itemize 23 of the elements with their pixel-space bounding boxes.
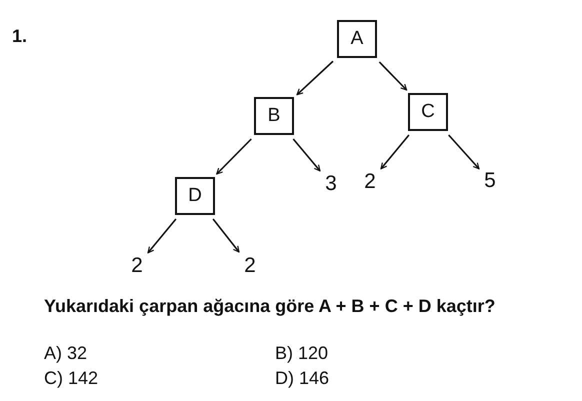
factor-box: A (337, 20, 377, 58)
arrow (216, 138, 252, 175)
arrow (212, 218, 240, 253)
factor-number: 3 (323, 172, 339, 196)
factor-number: 5 (482, 169, 498, 193)
factor-box: B (254, 97, 294, 135)
factor-number: 2 (362, 170, 378, 194)
answer-option: A) 32 (44, 343, 88, 364)
question-number: 1. (12, 26, 28, 47)
arrow (296, 60, 334, 96)
arrow (380, 134, 410, 170)
answer-option: D) 146 (275, 368, 330, 389)
answer-option: B) 120 (275, 343, 328, 364)
factor-number: 2 (129, 254, 145, 278)
factor-box: C (408, 93, 448, 131)
answer-option: C) 142 (44, 368, 98, 389)
question-text: Yukarıdaki çarpan ağacına göre A + B + C + D kaçtır? (44, 296, 496, 317)
factor-box: D (175, 177, 215, 215)
arrow (378, 61, 408, 91)
arrow (292, 138, 321, 172)
arrow (448, 134, 480, 170)
factor-number: 2 (242, 254, 258, 278)
arrow (147, 218, 177, 254)
